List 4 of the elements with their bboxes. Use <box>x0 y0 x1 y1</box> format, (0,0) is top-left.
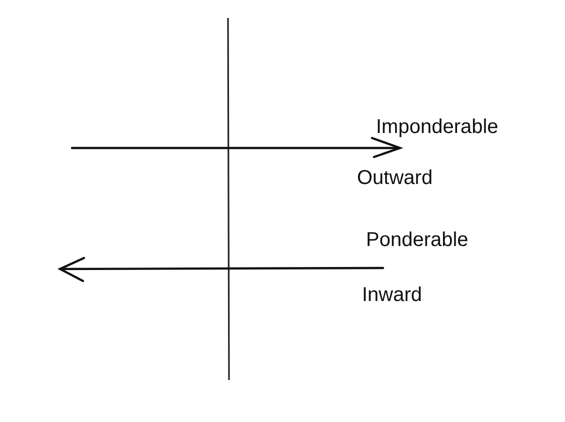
axis-label: Imponderable <box>376 117 498 137</box>
axis-label: Outward <box>357 168 433 188</box>
axis-label: Ponderable <box>366 230 468 250</box>
axis-label: Inward <box>362 285 422 305</box>
